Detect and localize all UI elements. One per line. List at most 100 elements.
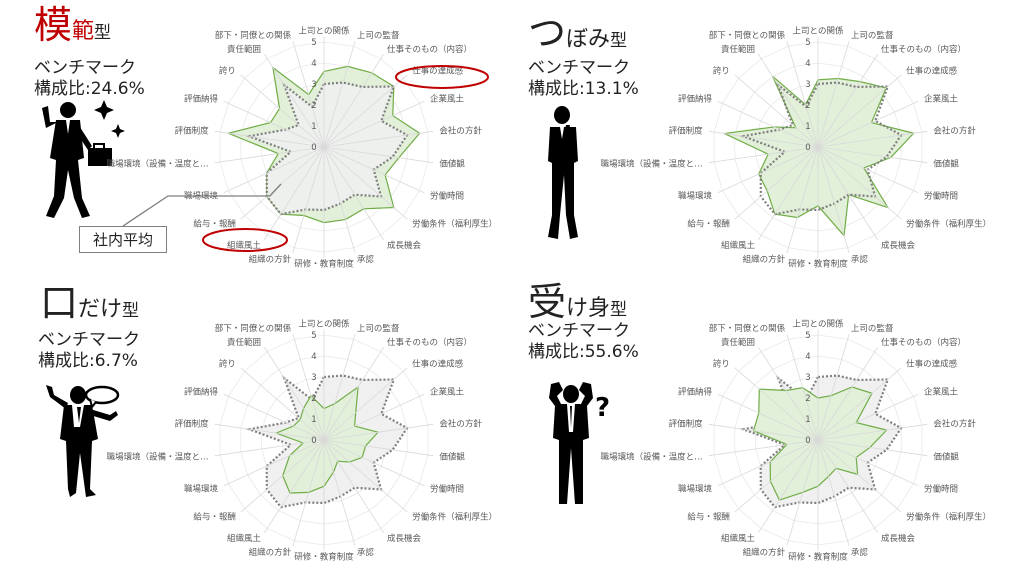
ratio-label: 構成比:24.6%	[34, 79, 145, 99]
radar-chart-kuchidake: 012345上司との関係上司の監督仕事そのもの（内容）仕事の達成感企業風土会社の…	[107, 319, 497, 562]
axis-label: 労働時間	[924, 483, 958, 494]
axis-label: 仕事そのもの（内容）	[387, 44, 472, 55]
axis-label: 上司の監督	[357, 323, 400, 334]
axis-label: 労働条件（福利厚生）	[906, 511, 991, 522]
panel-title: 模範型	[34, 6, 111, 44]
svg-text:1: 1	[805, 415, 810, 425]
title-char-2: 範	[72, 19, 95, 44]
axis-label: 責任範囲	[227, 44, 261, 55]
average-callout: 社内平均	[79, 226, 167, 253]
axis-label: 上司の監督	[851, 30, 894, 41]
ratio-label: 構成比:13.1%	[528, 79, 639, 99]
svg-text:4: 4	[805, 59, 810, 69]
axis-label: 研修・教育制度	[788, 552, 848, 563]
benchmark-label: ベンチマーク	[528, 58, 630, 78]
axis-label: 評価制度	[669, 125, 704, 136]
svg-text:5: 5	[805, 38, 810, 48]
axis-label: 評価制度	[175, 418, 210, 429]
axis-label: 労働時間	[924, 190, 958, 201]
axis-label: 組織の方針	[249, 254, 292, 265]
axis-label: 上司の監督	[357, 30, 400, 41]
axis-label: 仕事の達成感	[412, 66, 464, 77]
axis-label: 誇り	[713, 359, 730, 370]
radar-chart-ukemi: 012345上司との関係上司の監督仕事そのもの（内容）仕事の達成感企業風土会社の…	[601, 319, 991, 563]
axis-label: 責任範囲	[227, 337, 261, 348]
axis-label: 仕事そのもの（内容）	[387, 337, 472, 348]
axis-label: 仕事の達成感	[906, 66, 958, 77]
svg-text:3: 3	[311, 373, 316, 383]
axis-label: 評価納得	[678, 94, 713, 105]
axis-label: 企業風土	[430, 387, 465, 398]
axis-label: 価値観	[439, 159, 465, 170]
axis-label: 会社の方針	[933, 125, 976, 136]
svg-text:?: ?	[595, 393, 610, 423]
svg-text:0: 0	[311, 436, 316, 446]
svg-text:1: 1	[311, 122, 316, 132]
axis-label: 評価納得	[184, 387, 219, 398]
axis-label: 成長機会	[387, 240, 422, 251]
svg-text:0: 0	[805, 436, 810, 446]
triumphant-businessman-icon	[42, 100, 125, 218]
panel-title: つぼみ型	[528, 14, 627, 52]
radar-chart-mohan: 012345上司との関係上司の監督仕事そのもの（内容）仕事の達成感企業風土会社の…	[107, 26, 497, 270]
axis-label: 労働条件（福利厚生）	[412, 511, 497, 522]
radar-chart-tsubomi: 012345上司との関係上司の監督仕事そのもの（内容）仕事の達成感企業風土会社の…	[601, 26, 991, 270]
axis-label: 研修・教育制度	[788, 259, 848, 270]
title-char-1: 口	[40, 281, 79, 325]
axis-label: 会社の方針	[439, 418, 482, 429]
axis-label: 職場環境	[184, 483, 219, 494]
axis-label: 上司との関係	[299, 26, 350, 36]
axis-label: 誇り	[219, 359, 236, 370]
axis-label: 部下・同僚との関係	[215, 30, 292, 41]
axis-label: 会社の方針	[933, 418, 976, 429]
svg-text:5: 5	[805, 331, 810, 341]
axis-label: 組織風土	[721, 240, 756, 251]
panel-title: 受け身型	[528, 283, 627, 321]
axis-label: 給与・報酬	[687, 511, 730, 522]
axis-label: 承認	[851, 254, 869, 265]
svg-text:3: 3	[311, 80, 316, 90]
svg-text:5: 5	[311, 38, 316, 48]
svg-text:2: 2	[311, 101, 316, 111]
axis-label: 給与・報酬	[193, 218, 236, 229]
svg-text:0: 0	[805, 143, 810, 153]
axis-label: 労働条件（福利厚生）	[412, 218, 497, 229]
axis-label: 仕事そのもの（内容）	[881, 337, 966, 348]
axis-label: 価値観	[933, 159, 959, 170]
axis-label: 職場環境	[678, 483, 713, 494]
axis-label: 組織の方針	[743, 254, 786, 265]
benchmark-label: ベンチマーク	[38, 330, 140, 350]
callout-leader-line	[122, 183, 282, 227]
title-char-1: つ	[528, 11, 567, 55]
thinking-businessman-icon	[548, 106, 578, 239]
axis-label: 研修・教育制度	[294, 259, 354, 270]
axis-label: 企業風土	[430, 94, 465, 105]
svg-text:2: 2	[805, 394, 810, 404]
axis-label: 価値観	[933, 452, 959, 463]
axis-label: 上司との関係	[793, 26, 844, 36]
axis-label: 評価納得	[184, 94, 219, 105]
axis-label: 会社の方針	[439, 125, 482, 136]
axis-label: 労働時間	[430, 483, 464, 494]
title-char-1: 模	[34, 3, 73, 47]
axis-label: 職場環境（設備・温度と…	[601, 159, 703, 170]
axis-label: 上司との関係	[793, 319, 844, 329]
svg-text:3: 3	[805, 80, 810, 90]
axis-label: 成長機会	[881, 533, 916, 544]
panel-title: 口だけ型	[40, 284, 139, 322]
benchmark-label: ベンチマーク	[528, 321, 630, 341]
axis-label: 上司との関係	[299, 319, 350, 329]
title-suffix: 型	[610, 31, 628, 51]
axis-label: 仕事の達成感	[412, 359, 464, 370]
svg-text:2: 2	[311, 394, 316, 404]
average-line	[245, 81, 409, 216]
title-char-2: ぼみ	[566, 27, 611, 52]
axis-label: 組織風土	[227, 240, 262, 251]
axis-label: 誇り	[713, 66, 730, 77]
axis-label: 責任範囲	[721, 337, 755, 348]
ratio-label: 構成比:55.6%	[528, 342, 639, 362]
axis-label: 評価制度	[669, 418, 704, 429]
title-char-1: 受	[528, 280, 567, 324]
title-suffix: 型	[94, 23, 112, 43]
svg-text:1: 1	[311, 415, 316, 425]
